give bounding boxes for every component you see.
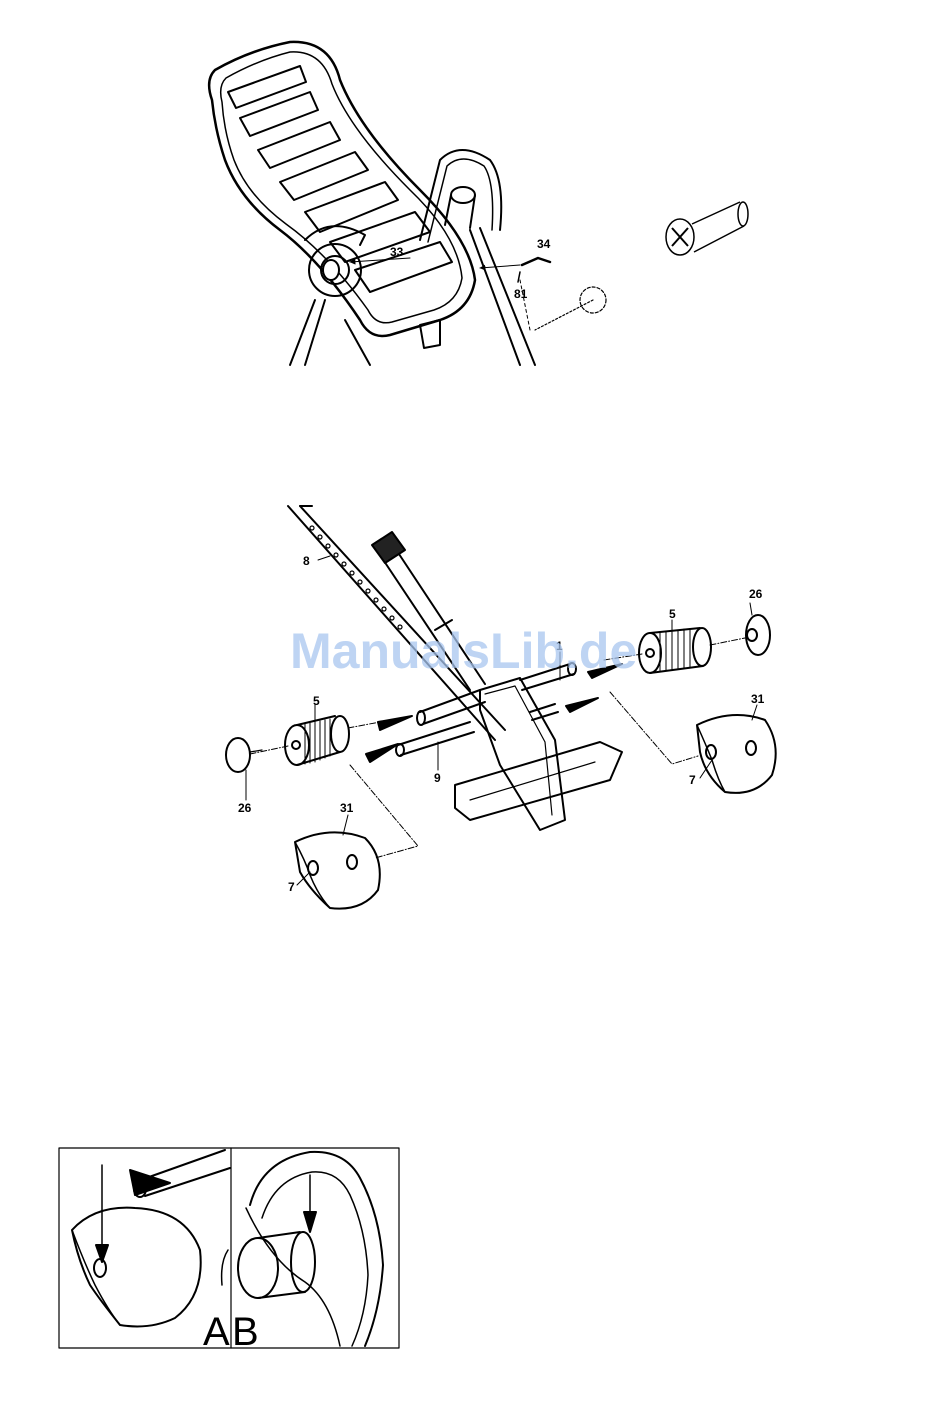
backrest-pad xyxy=(209,42,475,336)
watermark: ManualsLib.de xyxy=(290,623,637,679)
part-label-7-right: 7 xyxy=(689,773,696,787)
figure-1-backrest xyxy=(209,42,606,365)
bolt-illustration xyxy=(666,202,748,255)
part-label-34: 34 xyxy=(537,237,551,251)
part-label-8: 8 xyxy=(303,554,310,568)
part-label-26-right: 26 xyxy=(749,587,763,601)
part-label-9: 9 xyxy=(434,771,441,785)
part-label-5-left: 5 xyxy=(313,694,320,708)
panel-label-a: A xyxy=(203,1310,230,1354)
part-label-31-right: 31 xyxy=(751,692,765,706)
part-label-31-left: 31 xyxy=(340,801,354,815)
part-label-5-right: 5 xyxy=(669,607,676,621)
detail-panel-a xyxy=(72,1150,230,1326)
detail-panel-b xyxy=(238,1152,383,1346)
part-label-26-left: 26 xyxy=(238,801,252,815)
panel-label-b: B xyxy=(232,1310,259,1354)
part-label-33: 33 xyxy=(390,245,404,259)
part-label-81: 81 xyxy=(514,287,528,301)
part-label-7-left: 7 xyxy=(288,880,295,894)
